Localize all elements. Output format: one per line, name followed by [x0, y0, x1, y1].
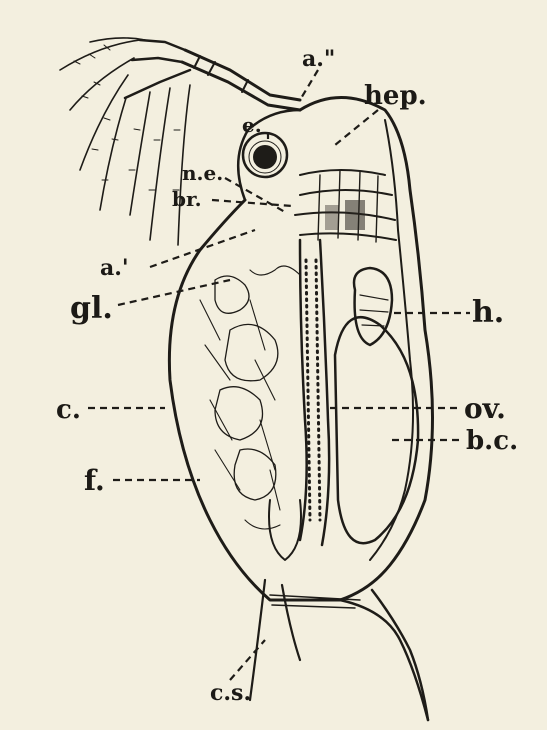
muscle-bands: [295, 170, 396, 242]
label-first-antenna: a.': [100, 255, 129, 281]
label-hepatic: hep.: [364, 81, 427, 111]
label-second-antenna: a.": [302, 46, 335, 72]
heart: [354, 268, 392, 345]
leader-lines: [88, 70, 470, 680]
label-ovary: ov.: [464, 392, 506, 425]
label-eye: e.: [242, 113, 262, 137]
eye: [243, 133, 287, 177]
label-fornix: f.: [84, 464, 105, 497]
label-heart: h.: [472, 295, 504, 330]
brood-chamber: [335, 317, 418, 543]
label-carapace: c.: [56, 395, 81, 425]
label-brood-chamber: b.c.: [466, 426, 518, 456]
label-gland: gl.: [70, 291, 113, 326]
label-nerve: n.e.: [182, 161, 223, 185]
label-brain: br.: [172, 187, 202, 211]
label-caudal-spine: c.s.: [210, 680, 251, 706]
gut: [200, 240, 329, 560]
